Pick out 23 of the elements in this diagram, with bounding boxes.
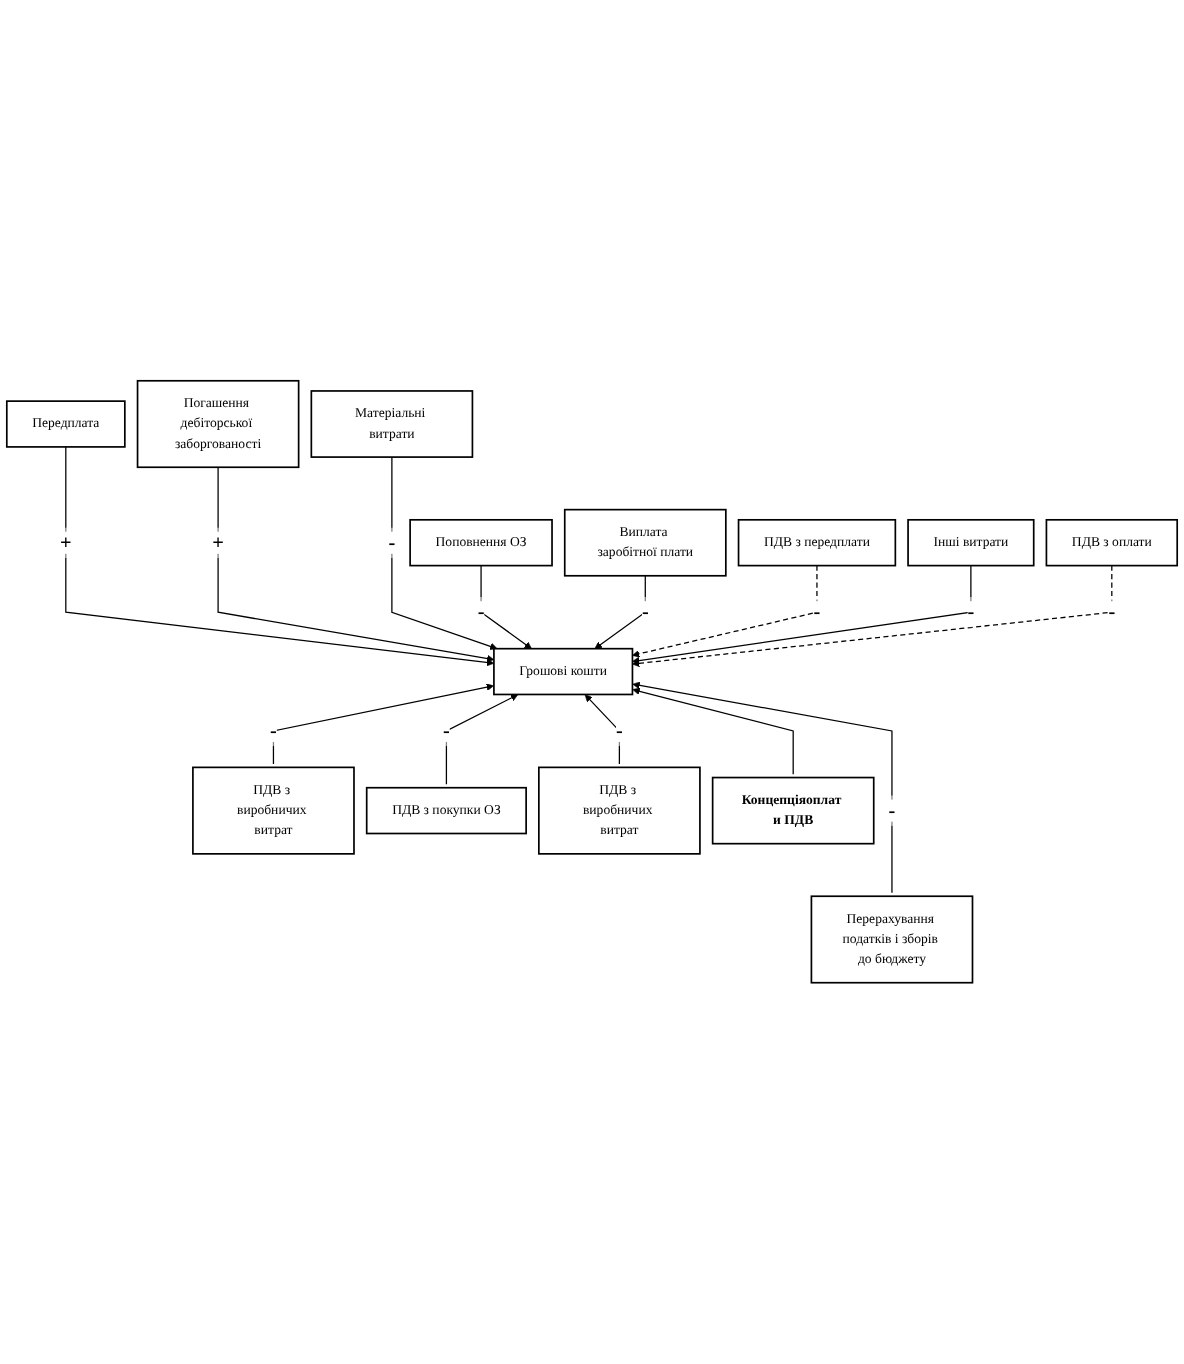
edge-label: - [967, 601, 975, 624]
arrow [632, 687, 794, 776]
edge-label: - [443, 720, 450, 743]
edge-label: - [477, 601, 485, 624]
arrow [480, 565, 532, 650]
edge-label: + [212, 531, 224, 554]
arrow [632, 565, 972, 665]
arrow [632, 565, 818, 658]
edge-label: - [888, 799, 896, 822]
edge-label: - [641, 601, 649, 624]
edge-label: - [615, 720, 623, 743]
arrow [65, 446, 495, 667]
arrow [632, 565, 1113, 668]
arrow [632, 681, 893, 894]
arrow [584, 694, 620, 765]
edge-label: - [813, 601, 821, 624]
edge-label: - [270, 720, 277, 743]
edge-label: - [1108, 601, 1116, 624]
edge-label: + [60, 531, 72, 554]
edge-label: - [388, 531, 396, 554]
arrow [391, 456, 498, 651]
arrow [594, 575, 646, 650]
arrow [217, 466, 495, 663]
